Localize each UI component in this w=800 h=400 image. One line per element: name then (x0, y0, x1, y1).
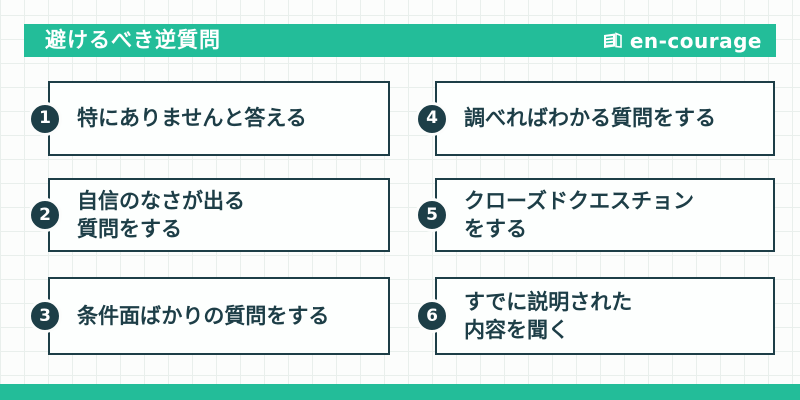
page-title: 避けるべき逆質問 (45, 28, 221, 52)
item-number-badge: 5 (415, 198, 449, 232)
item-text: クローズドクエスチョン をする (464, 187, 694, 244)
item-text: 調べればわかる質問をする (464, 104, 716, 132)
book-icon (603, 31, 622, 48)
list-item-4: 4 調べればわかる質問をする (415, 81, 775, 156)
item-text-line: 条件面ばかりの質問をする (77, 303, 330, 328)
brand-logo: en-courage (602, 31, 762, 51)
item-number-badge: 2 (28, 198, 62, 232)
list-item-3: 3 条件面ばかりの質問をする (28, 277, 390, 355)
brand-logo-text: en-courage (629, 28, 762, 53)
item-text-line: 質問をする (77, 217, 182, 241)
list-item-5: 5 クローズドクエスチョン をする (415, 178, 775, 252)
item-text-line: 特にありませんと答える (77, 106, 307, 131)
item-text-line: 内容を聞く (464, 318, 569, 342)
list-item-2: 2 自信のなさが出る 質問をする (28, 178, 390, 252)
item-text-line: 自信のなさが出る (77, 188, 245, 213)
item-text: 条件面ばかりの質問をする (77, 302, 329, 330)
item-text: 特にありませんと答える (77, 104, 307, 132)
item-text-line: すでに説明された (464, 289, 633, 314)
item-number-badge: 3 (28, 299, 62, 333)
item-number-badge: 1 (28, 101, 62, 136)
item-number-badge: 4 (415, 101, 449, 136)
item-text-line: クローズドクエスチョン (464, 188, 694, 213)
item-text-line: をする (464, 217, 527, 241)
item-number-badge: 6 (415, 299, 449, 333)
header-bar: 避けるべき逆質問 en-courage (24, 24, 776, 57)
list-item-1: 1 特にありませんと答える (28, 81, 390, 156)
item-text: 自信のなさが出る 質問をする (77, 187, 245, 244)
list-item-6: 6 すでに説明された 内容を聞く (415, 277, 775, 355)
item-text: すでに説明された 内容を聞く (464, 288, 632, 345)
footer-accent-band (0, 384, 800, 400)
item-text-line: 調べればわかる質問をする (464, 106, 716, 131)
